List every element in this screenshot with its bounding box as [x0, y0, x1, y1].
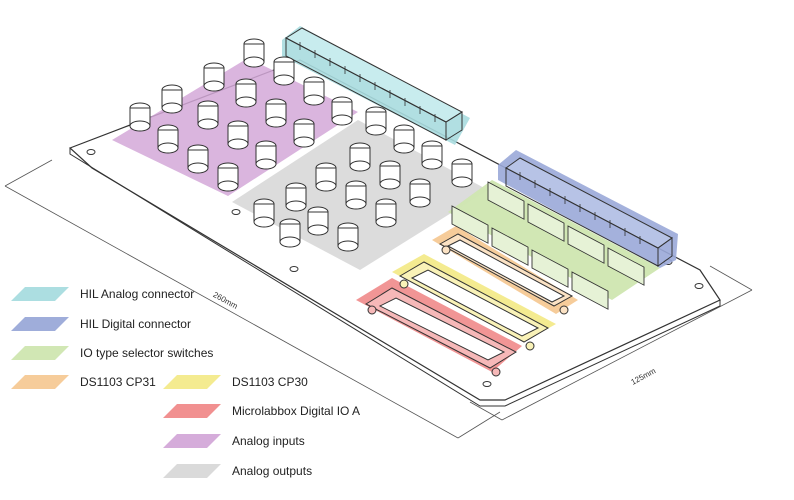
io-selector-region	[448, 180, 660, 300]
legend-label: Analog inputs	[232, 434, 305, 448]
swatch-blue-icon	[11, 317, 69, 331]
legend-label: DS1103 CP31	[80, 375, 156, 389]
swatch-purple-icon	[163, 434, 221, 448]
legend-label: IO type selector switches	[80, 346, 214, 360]
swatch-green-icon	[11, 346, 69, 360]
legend-label: HIL Digital connector	[80, 317, 191, 331]
legend-item-hil-digital: HIL Digital connector	[11, 314, 191, 334]
legend-item-cp30: DS1103 CP30	[163, 372, 308, 392]
legend-item-analog-inputs: Analog inputs	[163, 431, 305, 451]
legend-item-io-selector: IO type selector switches	[11, 343, 214, 363]
legend-label: HIL Analog connector	[80, 287, 195, 301]
legend-label: DS1103 CP30	[232, 375, 308, 389]
io-selector-switches	[451, 181, 645, 310]
hil-digital-pins	[519, 172, 641, 244]
dsub-cp30	[398, 261, 550, 351]
swatch-yellow-icon	[163, 375, 221, 389]
legend-label: Microlabbox Digital IO A	[232, 404, 361, 418]
legend-item-analog-outputs: Analog outputs	[163, 461, 313, 481]
swatch-red-icon	[163, 404, 221, 418]
legend-item-hil-analog: HIL Analog connector	[11, 284, 195, 304]
dsub-cp31	[438, 233, 574, 315]
swatch-orange-icon	[11, 375, 69, 389]
legend-item-digital-io-a: Microlabbox Digital IO A	[163, 401, 361, 421]
dsub-digital-io-a	[364, 287, 518, 377]
legend-label: Analog outputs	[232, 464, 313, 478]
hil-digital-connector	[505, 157, 673, 267]
analog-input-bnc-connectors	[129, 38, 353, 192]
swatch-gray-icon	[163, 464, 221, 478]
swatch-cyan-icon	[11, 287, 69, 301]
hil-analog-pins	[299, 42, 436, 122]
mounting-holes	[86, 149, 704, 387]
analog-output-bnc-connectors	[253, 106, 473, 252]
dimension-lines	[4, 159, 753, 439]
legend-item-cp31: DS1103 CP31	[11, 372, 156, 392]
hil-analog-connector	[284, 27, 464, 141]
